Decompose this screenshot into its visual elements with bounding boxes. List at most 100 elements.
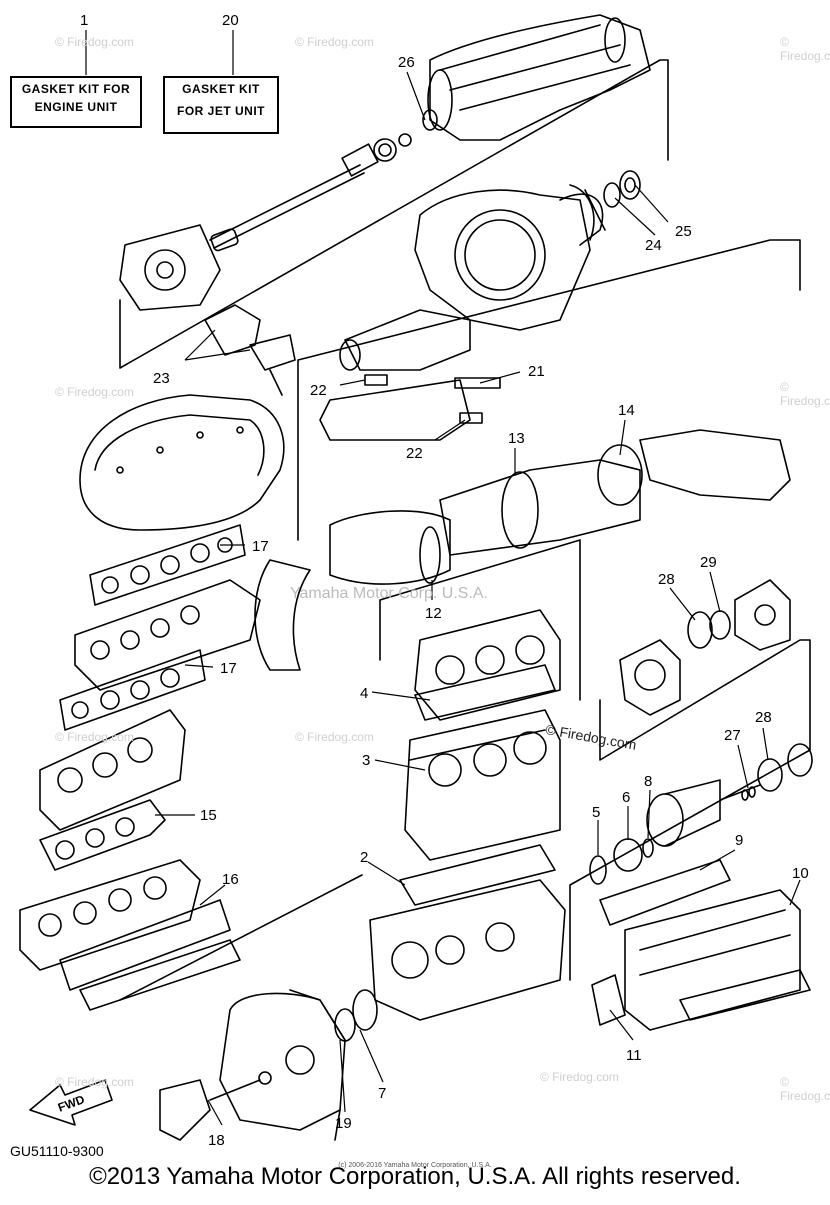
exhaust-manifold <box>624 889 801 1031</box>
watermark-8: © Firedog.com <box>55 1075 134 1089</box>
callout-1: 1 <box>80 12 88 29</box>
magneto-cover <box>219 989 346 1141</box>
bearing-29 <box>709 610 731 640</box>
callout-13: 13 <box>508 430 525 447</box>
gasket-11 <box>591 974 626 1026</box>
pump-casing <box>414 189 604 331</box>
group-line-jet <box>119 59 669 369</box>
tiny-copyright: (c) 2006-2016 Yamaha Motor Corporation, … <box>338 1162 492 1169</box>
shim-22-upper <box>364 374 388 386</box>
watermark-3: © Firedog.com <box>780 35 830 63</box>
callout-9: 9 <box>735 832 743 849</box>
callout-4: 4 <box>360 685 368 702</box>
leader-lines <box>85 30 801 1126</box>
callout-10: 10 <box>792 865 809 882</box>
callout-numbers: 26 25 24 23 22 21 22 14 13 17 12 17 28 2… <box>80 12 809 1149</box>
group-line-drive <box>569 639 811 981</box>
base-gasket-2 <box>399 844 556 906</box>
carburetor-assembly <box>39 709 186 831</box>
watermark-5: © Firedog.com <box>780 380 830 408</box>
group-line-intake <box>119 874 363 1001</box>
callout-15: 15 <box>200 807 217 824</box>
bracket-23 <box>204 304 296 396</box>
gasket-kit-engine-box: GASKET KIT FOR ENGINE UNIT <box>10 76 142 128</box>
callout-16: 16 <box>222 871 239 888</box>
o-ring-8 <box>642 838 654 858</box>
o-ring-27b <box>748 786 756 798</box>
watermark-6: © Firedog.com <box>55 730 134 744</box>
callout-2: 2 <box>360 849 368 866</box>
copyright-footer: ©2013 Yamaha Motor Corporation, U.S.A. A… <box>89 1163 741 1190</box>
callout-5: 5 <box>592 804 600 821</box>
callout-17-lower: 17 <box>220 660 237 677</box>
engine-cover <box>79 394 285 531</box>
callout-22-lower: 22 <box>406 445 423 462</box>
seal-5 <box>589 855 607 885</box>
callout-17-upper: 17 <box>252 538 269 555</box>
crankcase <box>369 879 566 1021</box>
watermark-4: © Firedog.com <box>55 385 134 399</box>
exhaust-gasket-9 <box>599 859 731 926</box>
gasket-17-lower <box>59 649 206 731</box>
gasket-10 <box>679 969 811 1021</box>
intake-manifold <box>19 859 241 1011</box>
cylinder-head <box>414 609 561 721</box>
drive-shaft <box>209 109 438 249</box>
group-line-pump <box>297 239 801 541</box>
callout-11: 11 <box>626 1047 642 1064</box>
collar-6 <box>613 838 643 872</box>
shim-21 <box>454 377 501 389</box>
kit-jet-line-2: FOR JET UNIT <box>176 104 265 118</box>
gasket-15 <box>39 799 166 871</box>
center-watermark: Yamaha Motor Corp. U.S.A. <box>290 585 488 602</box>
callout-28-lower: 28 <box>755 709 772 726</box>
exhaust-pipe <box>254 429 791 671</box>
callout-6: 6 <box>622 789 630 806</box>
callout-7: 7 <box>378 1085 386 1102</box>
callout-8: 8 <box>644 773 652 790</box>
cylinder-block <box>404 709 561 861</box>
o-ring-7 <box>352 989 378 1031</box>
callout-22-upper: 22 <box>310 382 327 399</box>
bearing-28-lower <box>757 758 783 792</box>
callout-27: 27 <box>724 727 741 744</box>
callout-21: 21 <box>528 363 545 380</box>
watermark-2: © Firedog.com <box>295 35 374 49</box>
callout-28-upper: 28 <box>658 571 675 588</box>
gasket-17-upper <box>89 524 246 606</box>
gasket-kit-jet-box: GASKET KIT FOR JET UNIT <box>163 76 279 134</box>
watermark-7: © Firedog.com <box>295 730 374 744</box>
o-ring-27a <box>741 789 749 801</box>
bearing-28-upper <box>687 611 713 649</box>
kit-engine-line-1: GASKET KIT FOR <box>21 82 131 96</box>
callout-29: 29 <box>700 554 717 571</box>
part-code: GU51110-9300 <box>10 1143 104 1159</box>
watermark-9: © Firedog.com <box>540 1070 619 1084</box>
callout-26: 26 <box>398 54 415 71</box>
intake-duct <box>319 309 471 441</box>
callout-20: 20 <box>222 12 239 29</box>
cylinder-head-plate <box>74 579 261 691</box>
bearing-right <box>787 743 813 777</box>
watermark-1: © Firedog.com <box>55 35 134 49</box>
callout-14: 14 <box>618 402 635 419</box>
callout-19: 19 <box>335 1115 352 1132</box>
watermark-10: © Firedog.com <box>780 1075 830 1103</box>
coupling-housing <box>619 639 681 716</box>
callout-24: 24 <box>645 237 662 254</box>
callout-3: 3 <box>362 752 370 769</box>
jet-nozzle-housing <box>427 14 651 141</box>
head-gasket-4 <box>414 664 556 721</box>
callout-18: 18 <box>208 1132 225 1149</box>
bearing-housing-right <box>734 579 791 651</box>
starter-parts <box>159 1071 272 1141</box>
shim-22-lower <box>459 412 483 424</box>
kit-engine-line-2: ENGINE UNIT <box>34 100 118 114</box>
callout-23: 23 <box>153 370 170 387</box>
callout-12: 12 <box>425 605 442 622</box>
group-line-exhaust <box>379 539 581 701</box>
bearing-housing <box>119 224 239 311</box>
fwd-arrow <box>29 1079 113 1126</box>
